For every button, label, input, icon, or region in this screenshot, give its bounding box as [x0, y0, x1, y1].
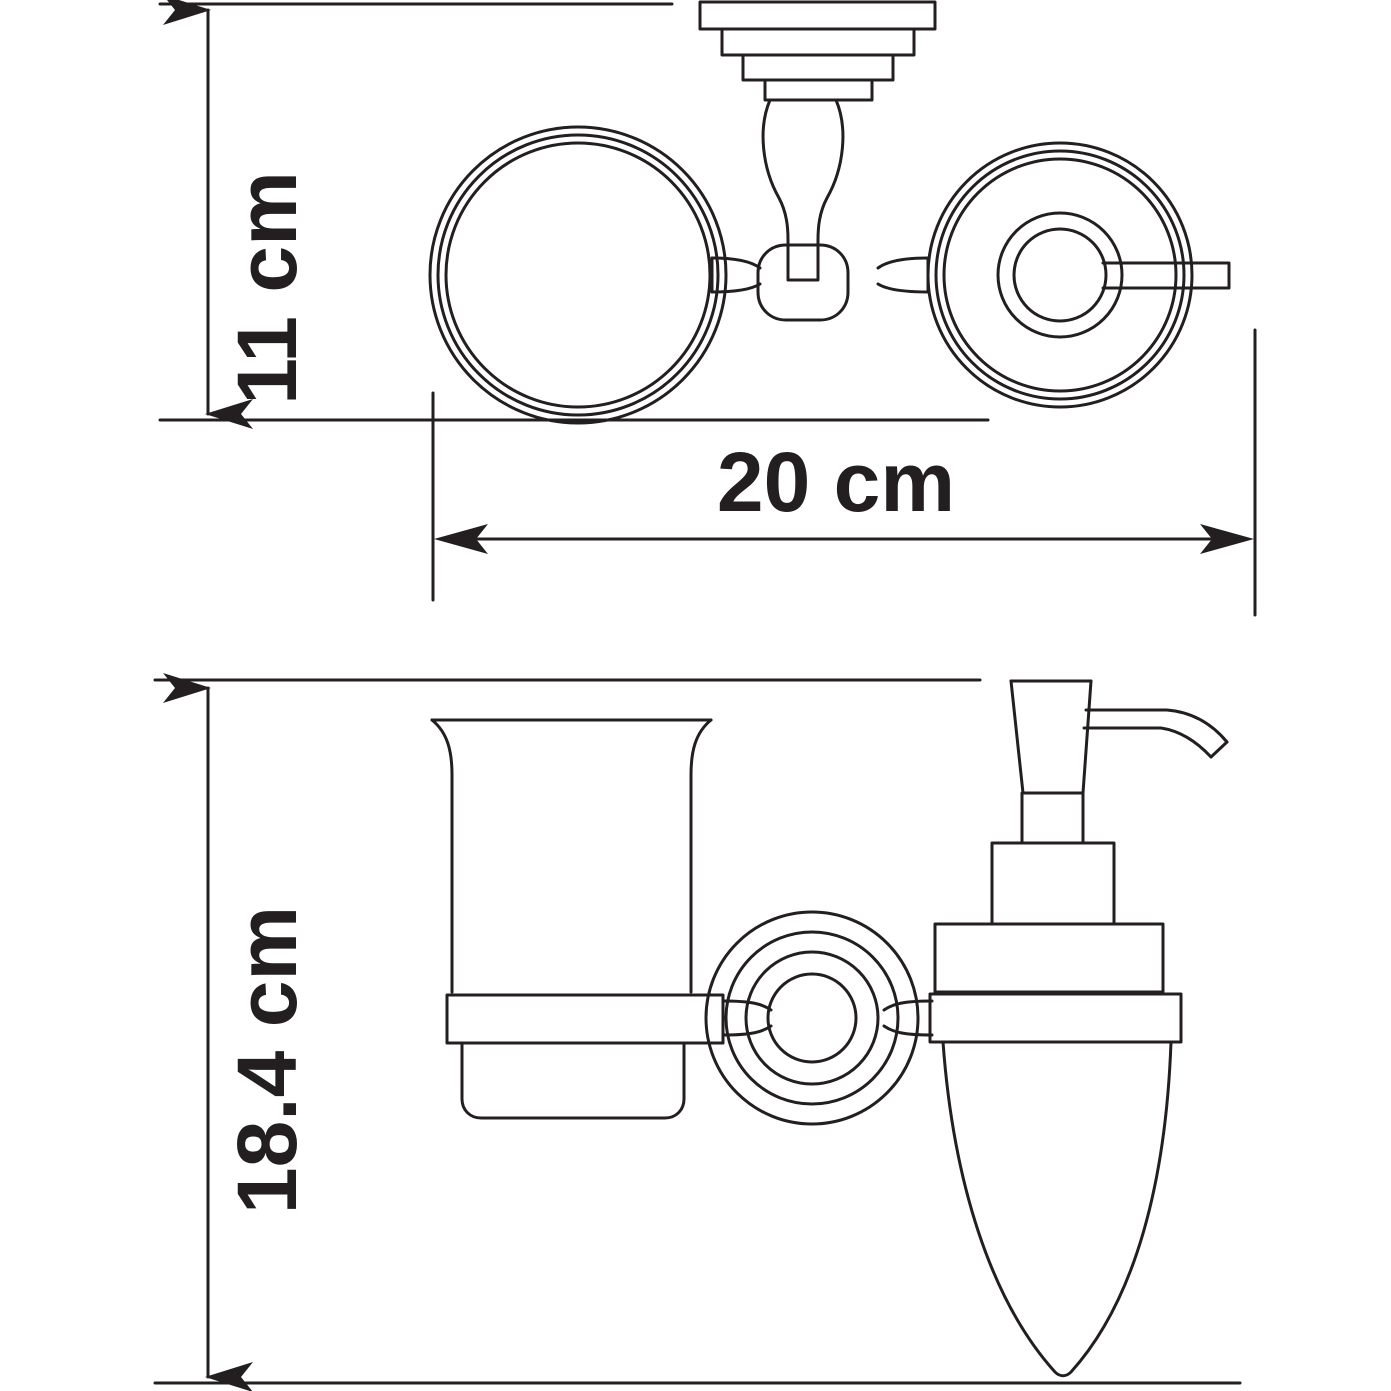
dispenser-ring-right	[926, 141, 1194, 409]
dimension-label-20cm: 20 cm	[717, 435, 955, 529]
dispenser-bottle	[941, 1040, 1173, 1378]
dimension-label-18-4cm: 18.4 cm	[220, 906, 314, 1214]
tumbler-glass	[430, 718, 713, 994]
dimension-label-11cm: 11 cm	[220, 171, 314, 405]
tumbler-holder-band	[445, 993, 725, 1045]
dispenser-pump-head	[1009, 679, 1093, 795]
dispenser-spout-bar	[1101, 261, 1231, 290]
center-wall-plate	[698, 0, 937, 102]
center-bracket	[710, 98, 930, 322]
dispenser-shoulder	[933, 922, 1165, 994]
dispenser-spout	[1082, 708, 1229, 759]
tumbler-base	[460, 1042, 686, 1120]
witness-lines-front-view	[153, 678, 1242, 1385]
tumbler-ring-left	[428, 125, 728, 425]
dispenser-collar	[990, 841, 1116, 926]
center-rosette	[704, 910, 934, 1126]
dispenser-holder-band	[928, 992, 1183, 1044]
dispenser-neck	[1020, 791, 1085, 845]
